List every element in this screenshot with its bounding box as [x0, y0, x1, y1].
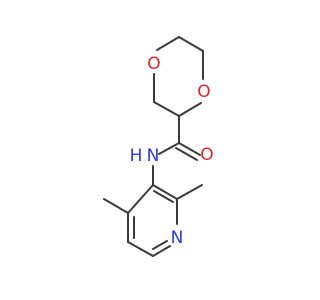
- bond-pyr-c6-c5: [127, 241, 154, 257]
- bond-pyr-n1-c6: [152, 245, 171, 257]
- amide-nitrogen-label: N: [147, 146, 160, 166]
- bond-pyr-n1-c6-inner: [152, 240, 168, 250]
- bond-carbonyl-double-2: [175, 147, 198, 161]
- bond-ring-o-right-to-ch: [178, 102, 202, 117]
- molecule-diagram: O O O N H N: [103, 36, 214, 257]
- pyridine-nitrogen-label: N: [171, 228, 184, 248]
- bond-pyr-c3-c2-inner: [153, 190, 174, 203]
- bond-ring-ch2-top-right: [178, 36, 204, 52]
- bond-methyl-on-c2: [176, 184, 203, 200]
- carbonyl-oxygen-label: O: [200, 145, 213, 165]
- ring-oxygen-right-label: O: [197, 82, 210, 102]
- pyridine-ring: [127, 184, 178, 257]
- bond-methyl-on-c4: [103, 198, 129, 214]
- bond-pyr-c4-c3: [127, 184, 154, 214]
- amide-group: [152, 115, 201, 186]
- dioxane-ring: [153, 36, 204, 117]
- bond-ring-ch-to-ch2-left: [153, 101, 180, 117]
- bond-pyr-c3-c2: [152, 184, 178, 200]
- amide-hydrogen-label: H: [130, 146, 143, 166]
- atom-labels: O O O N H N: [130, 54, 214, 248]
- methyl-groups: [103, 184, 203, 214]
- bond-carbonyl-c-to-n: [158, 142, 180, 155]
- bond-ring-o-top-to-ch2-right: [156, 36, 180, 51]
- ring-oxygen-top-label: O: [147, 54, 160, 74]
- bond-carbonyl-double-1: [178, 142, 201, 156]
